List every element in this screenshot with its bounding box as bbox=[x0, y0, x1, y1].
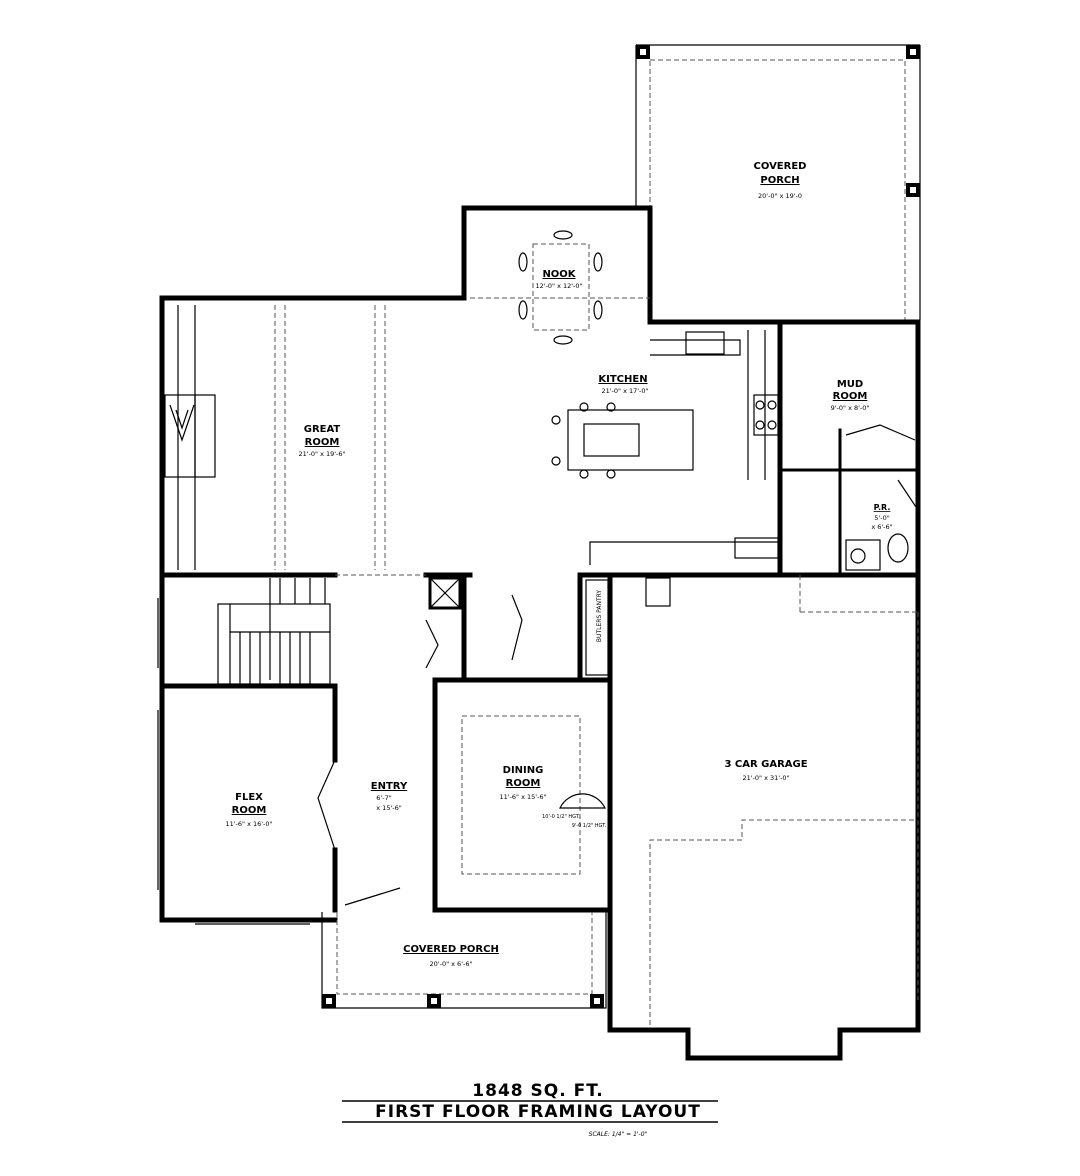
nook-dims: 12'-0" x 12'-0" bbox=[535, 282, 582, 290]
fireplace-icon bbox=[164, 394, 216, 478]
flex-room-dims: 11'-6" x 16'-0" bbox=[225, 820, 272, 828]
great-room-dims: 21'-0" x 19'-6" bbox=[298, 450, 345, 458]
mud-room-dims: 9'-0" x 8'-0" bbox=[831, 404, 870, 412]
dining-room-dims: 11'-6" x 15'-6" bbox=[499, 793, 546, 801]
great-room-name-2: ROOM bbox=[305, 437, 340, 448]
powder-room-dims-2: x 6'-6" bbox=[871, 523, 892, 531]
kitchen-dims: 21'-0" x 17'-0" bbox=[601, 387, 648, 395]
exterior-walls bbox=[159, 205, 921, 1061]
powder-room-name: P.R. bbox=[874, 503, 891, 512]
rear-porch-dims: 20'-0" x 19'-0 bbox=[758, 192, 802, 200]
area-title: 1848 SQ. FT. bbox=[472, 1081, 603, 1101]
entry-dims-1: 6'-7" bbox=[376, 794, 391, 802]
front-porch-name: COVERED PORCH bbox=[403, 944, 499, 955]
dining-room-name-2: ROOM bbox=[506, 778, 541, 789]
nook-table bbox=[518, 230, 603, 345]
room-labels: COVERED PORCH 20'-0" x 19'-0 NOOK 12'-0"… bbox=[225, 161, 892, 968]
plan-title: FIRST FLOOR FRAMING LAYOUT bbox=[375, 1102, 701, 1122]
garage-name: 3 CAR GARAGE bbox=[724, 759, 807, 770]
entry-name: ENTRY bbox=[371, 781, 408, 792]
butlers-pantry-label: BUTLERS PANTRY bbox=[596, 590, 603, 642]
mud-room-name-1: MUD bbox=[837, 379, 863, 390]
dining-note-1: 10'-0 1/2" HGT. bbox=[542, 814, 580, 820]
dining-note-2: 9'-0 1/2" HGT. bbox=[572, 823, 607, 829]
dining-room-name-1: DINING bbox=[503, 765, 544, 776]
front-covered-porch bbox=[321, 912, 607, 1009]
flex-room-name-2: ROOM bbox=[232, 805, 267, 816]
kitchen-name: KITCHEN bbox=[598, 374, 647, 385]
nook-name: NOOK bbox=[542, 269, 576, 280]
interior-details bbox=[157, 230, 920, 1025]
stairs bbox=[217, 578, 331, 685]
scale-note: SCALE: 1/4" = 1'-0" bbox=[589, 1131, 648, 1138]
title-block: 1848 SQ. FT. FIRST FLOOR FRAMING LAYOUT … bbox=[342, 1081, 718, 1138]
entry-dims-2: x 15'-6" bbox=[376, 804, 401, 812]
flex-room-name-1: FLEX bbox=[235, 792, 263, 803]
great-room-name-1: GREAT bbox=[304, 424, 341, 435]
rear-porch-name-1: COVERED bbox=[754, 161, 807, 172]
rear-porch-name-2: PORCH bbox=[760, 175, 799, 186]
powder-room-dims-1: 5'-0" bbox=[874, 514, 889, 522]
front-porch-dims: 20'-0" x 6'-6" bbox=[430, 960, 473, 968]
garage-dims: 21'-0" x 31'-0" bbox=[742, 774, 789, 782]
mud-room-name-2: ROOM bbox=[833, 391, 868, 402]
kitchen-island bbox=[551, 402, 694, 479]
